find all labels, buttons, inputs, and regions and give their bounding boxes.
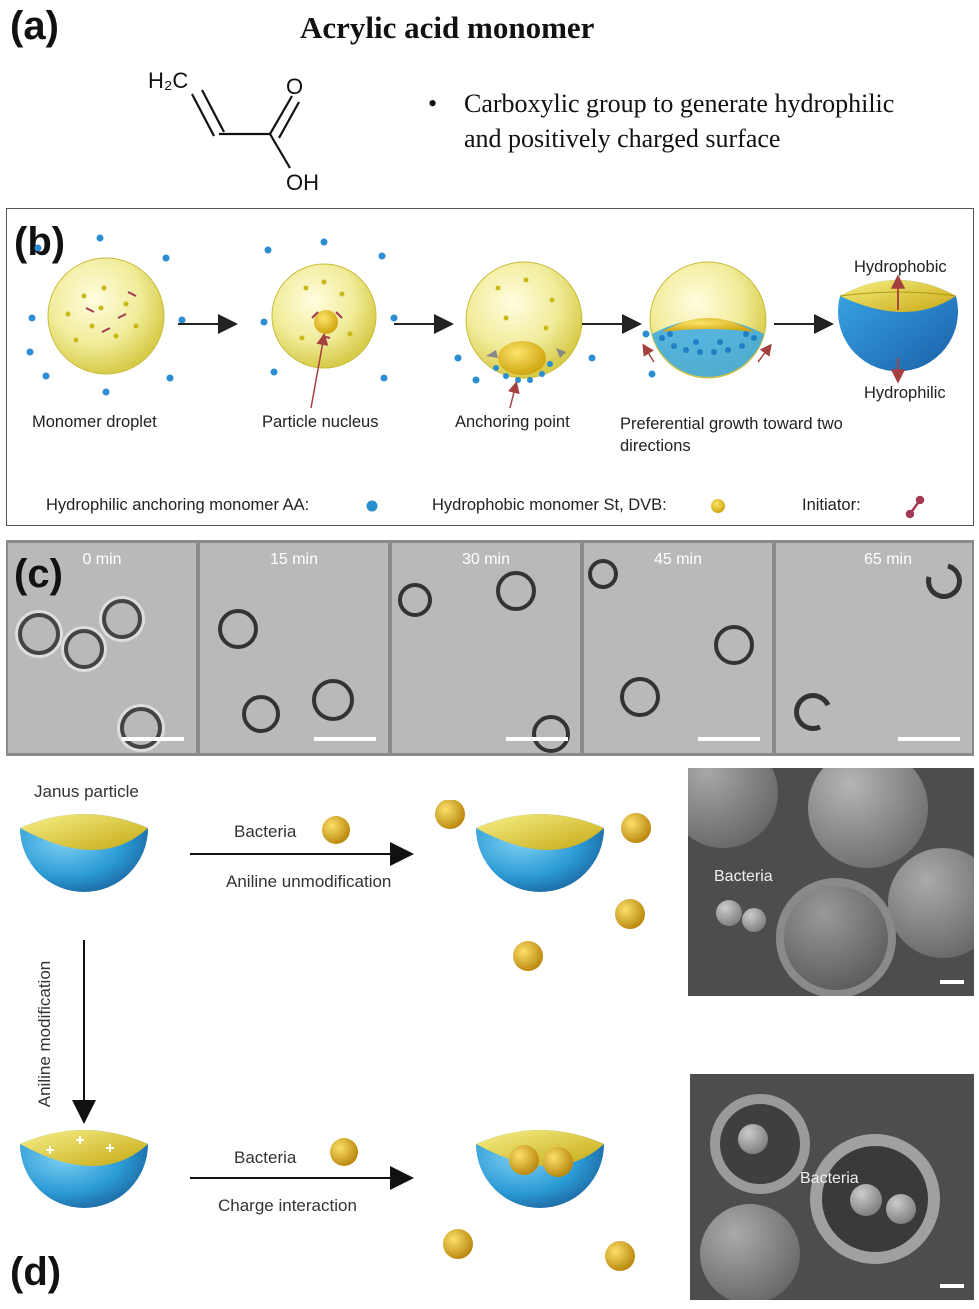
particle-nucleus-stage xyxy=(271,263,377,409)
legend-hydrophobic-label: Hydrophobic monomer St, DVB: xyxy=(432,496,667,514)
frame-30min: 30 min xyxy=(392,543,580,753)
sem-sphere xyxy=(808,768,928,868)
janus-particle-captured xyxy=(476,1130,604,1208)
sem-sphere xyxy=(888,848,974,958)
bacteria-interaction-diagram xyxy=(20,800,651,1271)
legend-hydrophobic-dot xyxy=(711,499,725,513)
janus-particle-label: Janus particle xyxy=(34,782,139,801)
sem-bacterium xyxy=(850,1184,882,1216)
janus-particle-unmodified xyxy=(20,814,148,892)
sem-sphere xyxy=(700,1204,800,1300)
free-bacteria xyxy=(443,1229,635,1271)
vertical-route-label: Aniline modification xyxy=(35,960,55,1108)
top-route-above: Bacteria xyxy=(234,822,297,841)
droplet-cell xyxy=(496,571,536,611)
janus-particle-final xyxy=(838,274,958,384)
scale-bar xyxy=(506,737,568,741)
janus-cell xyxy=(788,687,838,737)
label-hydrophilic: Hydrophilic xyxy=(864,384,946,402)
bottom-route-below: Charge interaction xyxy=(218,1196,357,1215)
preferential-growth-stage xyxy=(642,261,772,379)
frame-time: 65 min xyxy=(863,551,913,568)
droplet-cell xyxy=(102,599,142,639)
frame-15min: 15 min xyxy=(200,543,388,753)
top-route-below: Aniline unmodification xyxy=(226,872,392,891)
droplet-cell xyxy=(218,609,258,649)
scale-bar xyxy=(698,737,760,741)
sem-image-bottom: Bacteria xyxy=(690,1074,974,1300)
sem-bacteria-label: Bacteria xyxy=(714,868,773,885)
frame-time: 15 min xyxy=(269,551,319,568)
sem-bacterium xyxy=(738,1124,768,1154)
frame-45min: 45 min xyxy=(584,543,772,753)
droplet-cell xyxy=(588,559,618,589)
sem-bacteria-label: Bacteria xyxy=(800,1170,859,1187)
scale-bar xyxy=(940,980,964,984)
monomer-droplet xyxy=(47,257,165,375)
stage1-blue-dots xyxy=(26,234,186,396)
label-monomer-droplet: Monomer droplet xyxy=(32,413,157,431)
panel-b-letter: (b) xyxy=(14,220,66,264)
mechanism-diagram xyxy=(26,234,958,519)
legend-initiator-label: Initiator: xyxy=(802,496,861,514)
anchoring-point-stage xyxy=(465,261,583,409)
scale-bar xyxy=(940,1284,964,1288)
legend-hydrophilic-label: Hydrophilic anchoring monomer AA: xyxy=(46,496,310,514)
panel-a-title: Acrylic acid monomer xyxy=(300,10,595,45)
droplet-cell xyxy=(64,629,104,669)
droplet-cell xyxy=(714,625,754,665)
sem-image-top: Bacteria xyxy=(688,768,974,996)
legend-initiator-icon xyxy=(905,495,925,519)
bacteria-icon xyxy=(322,816,350,844)
sem-sphere xyxy=(710,1094,810,1194)
frame-0min: 0 min xyxy=(8,543,196,753)
bacteria-icon xyxy=(330,1138,358,1166)
droplet-cell xyxy=(312,679,354,721)
frame-time: 30 min xyxy=(461,551,511,568)
label-hydrophobic: Hydrophobic xyxy=(854,258,947,276)
scale-bar xyxy=(314,737,376,741)
frame-time: 45 min xyxy=(653,551,703,568)
sem-sphere xyxy=(776,878,896,996)
label-particle-nucleus: Particle nucleus xyxy=(262,413,379,431)
sem-bacterium xyxy=(742,908,766,932)
microscopy-strip: 0 min 15 min 30 min 45 min 65 min xyxy=(6,540,974,756)
sem-bacterium xyxy=(716,900,742,926)
sem-sphere xyxy=(688,768,778,848)
panel-b-frame xyxy=(6,208,974,526)
ch2-label: H₂C xyxy=(148,68,189,93)
bullet-text: Carboxylic group to generate hydrophilic… xyxy=(464,89,895,153)
panel-c-letter: (c) xyxy=(14,552,63,596)
panel-a-letter: (a) xyxy=(10,4,59,48)
carbonyl-o-label: O xyxy=(286,74,304,99)
janus-particle-no-binding xyxy=(476,814,604,892)
legend-hydrophilic-dot xyxy=(366,500,378,512)
scale-bar xyxy=(122,737,184,741)
droplet-cell xyxy=(18,613,60,655)
free-bacteria xyxy=(435,800,651,971)
droplet-cell xyxy=(398,583,432,617)
sem-bacterium xyxy=(886,1194,916,1224)
acrylic-acid-structure xyxy=(191,89,300,169)
droplet-cell xyxy=(532,715,570,753)
bottom-route-above: Bacteria xyxy=(234,1148,297,1167)
bullet-symbol: • xyxy=(428,89,438,118)
label-anchoring-point: Anchoring point xyxy=(455,413,570,431)
janus-particle-modified xyxy=(20,1130,148,1208)
droplet-cell xyxy=(620,677,660,717)
droplet-cell xyxy=(242,695,280,733)
label-preferential-growth: Preferential growth toward two direction… xyxy=(620,415,843,455)
frame-time: 0 min xyxy=(82,551,122,568)
droplet-cell xyxy=(120,707,162,749)
panel-d-letter: (d) xyxy=(10,1250,62,1294)
scale-bar xyxy=(898,737,960,741)
hydroxyl-label: OH xyxy=(286,170,319,195)
frame-65min: 65 min xyxy=(776,543,972,753)
